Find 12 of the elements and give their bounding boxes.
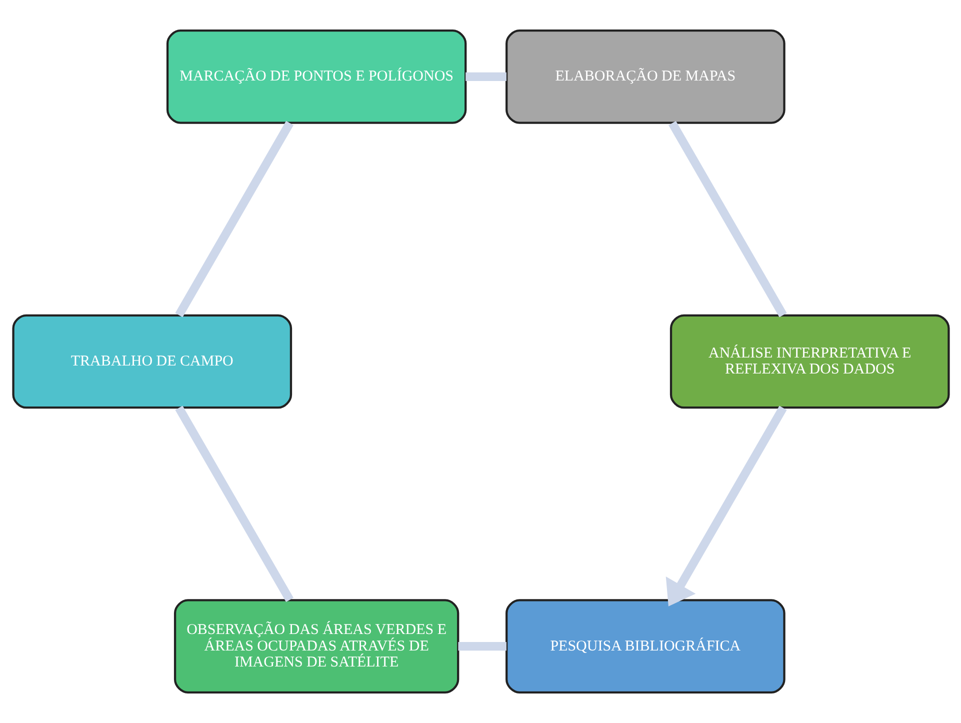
- node-box: PESQUISA BIBLIOGRÁFICA: [505, 599, 785, 694]
- arrow: [665, 406, 786, 606]
- node-box: ELABORAÇÃO DE MAPAS: [505, 30, 785, 124]
- node-box: MARCAÇÃO DE PONTOS E POLÍGONOS: [166, 30, 466, 124]
- connector: [668, 120, 786, 318]
- connector: [174, 120, 293, 318]
- connector: [174, 406, 293, 602]
- node-box: OBSERVAÇÃO DAS ÁREAS VERDES E ÁREAS OCUPADAS ATRAVÉS DE IMAGENS DE SATÉLITE: [173, 599, 459, 694]
- node-box: TRABALHO DE CAMPO: [12, 314, 292, 409]
- connector: [465, 72, 506, 81]
- connector: [458, 642, 506, 651]
- node-box: ANÁLISE INTERPRETATIVA E REFLEXIVA DOS DADOS: [669, 314, 950, 409]
